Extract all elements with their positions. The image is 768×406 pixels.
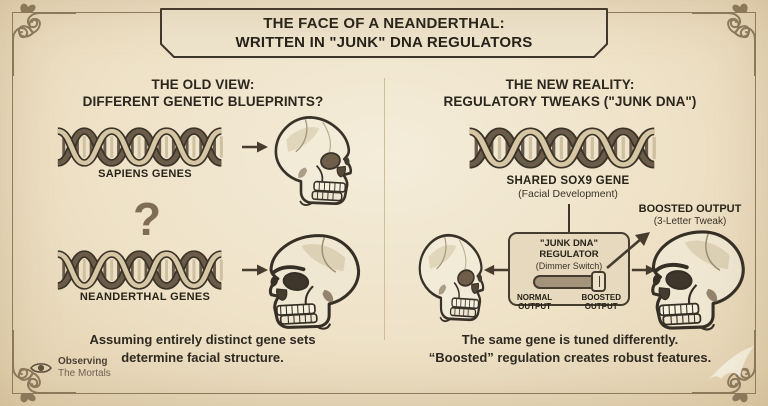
sapiens-genes-label: SAPIENS GENES (98, 168, 192, 180)
neanderthal-dna-helix-illustration (52, 247, 238, 293)
brand-name-line2: The Mortals (58, 368, 111, 379)
question-mark: ? (132, 193, 162, 245)
corner-flourish-top-right (692, 2, 756, 76)
connector-line-vertical (568, 204, 570, 232)
left-heading-line1: THE OLD VIEW: (151, 77, 255, 92)
right-heading-line2: REGULATORY TWEAKS ("JUNK DNA") (443, 94, 697, 109)
title-banner-border (160, 8, 608, 58)
left-panel-caption: Assuming entirely distinct gene sets det… (35, 331, 370, 366)
right-caption-line2: “Boosted” regulation creates robust feat… (428, 349, 712, 365)
left-caption-line1: Assuming entirely distinct gene sets (89, 332, 316, 347)
boosted-output-label: BOOSTED OUTPUT (581, 293, 621, 311)
boosted-output-line1: BOOSTED (581, 293, 621, 302)
boosted-callout-subtitle: (3-Letter Tweak) (653, 216, 727, 227)
junk-dna-regulator-box: "JUNK DNA" REGULATOR (Dimmer Switch) NOR… (508, 232, 630, 311)
boosted-output-line2: OUTPUT (584, 302, 618, 311)
boosted-callout-title: BOOSTED OUTPUT (638, 203, 742, 215)
facial-development-sublabel: (Facial Development) (518, 188, 618, 200)
shared-sox9-gene-label: SHARED SOX9 GENE (506, 175, 630, 187)
brand-name-line1: Observing (58, 356, 108, 367)
panel-divider (384, 78, 385, 340)
bird-logo-icon (706, 346, 754, 382)
arrow-diagonal-icon (606, 232, 650, 269)
dimmer-switch-slider (533, 271, 606, 292)
left-heading-line2: DIFFERENT GENETIC BLUEPRINTS? (82, 94, 324, 109)
corner-flourish-top-left (12, 2, 76, 76)
normal-output-line2: OUTPUT (518, 302, 551, 311)
sapiens-skull-illustration (274, 116, 353, 207)
normal-output-skull-illustration (418, 233, 485, 323)
right-heading-line1: THE NEW REALITY: (505, 77, 635, 92)
right-caption-line1: The same gene is tuned differently. (461, 332, 679, 347)
title-banner: THE FACE OF A NEANDERTHAL: WRITTEN IN "J… (160, 8, 608, 58)
page-title-line2: WRITTEN IN "JUNK" DNA REGULATORS (235, 34, 533, 51)
neanderthal-genes-label: NEANDERTHAL GENES (79, 291, 211, 303)
left-panel-heading: THE OLD VIEW: DIFFERENT GENETIC BLUEPRIN… (28, 76, 378, 110)
regulator-title: "JUNK DNA" REGULATOR (539, 238, 599, 260)
normal-output-label: NORMAL OUTPUT (517, 293, 552, 311)
sapiens-dna-helix-illustration (52, 124, 238, 170)
neanderthal-skull-illustration (268, 233, 361, 331)
brand-lockup: Observing The Mortals (29, 356, 111, 380)
left-caption-line2: determine facial structure. (121, 349, 284, 365)
slider-handle (591, 271, 606, 292)
normal-output-line1: NORMAL (517, 293, 553, 302)
eye-icon (30, 363, 52, 373)
right-panel-heading: THE NEW REALITY: REGULATORY TWEAKS ("JUN… (398, 76, 742, 110)
shared-sox9-dna-helix-illustration (463, 124, 673, 172)
page-title-line1: THE FACE OF A NEANDERTHAL: (263, 15, 505, 32)
regulator-subtitle: (Dimmer Switch) (535, 261, 603, 271)
boosted-output-skull-illustration (650, 229, 746, 332)
right-panel-caption: The same gene is tuned differently. “Boo… (405, 331, 735, 366)
